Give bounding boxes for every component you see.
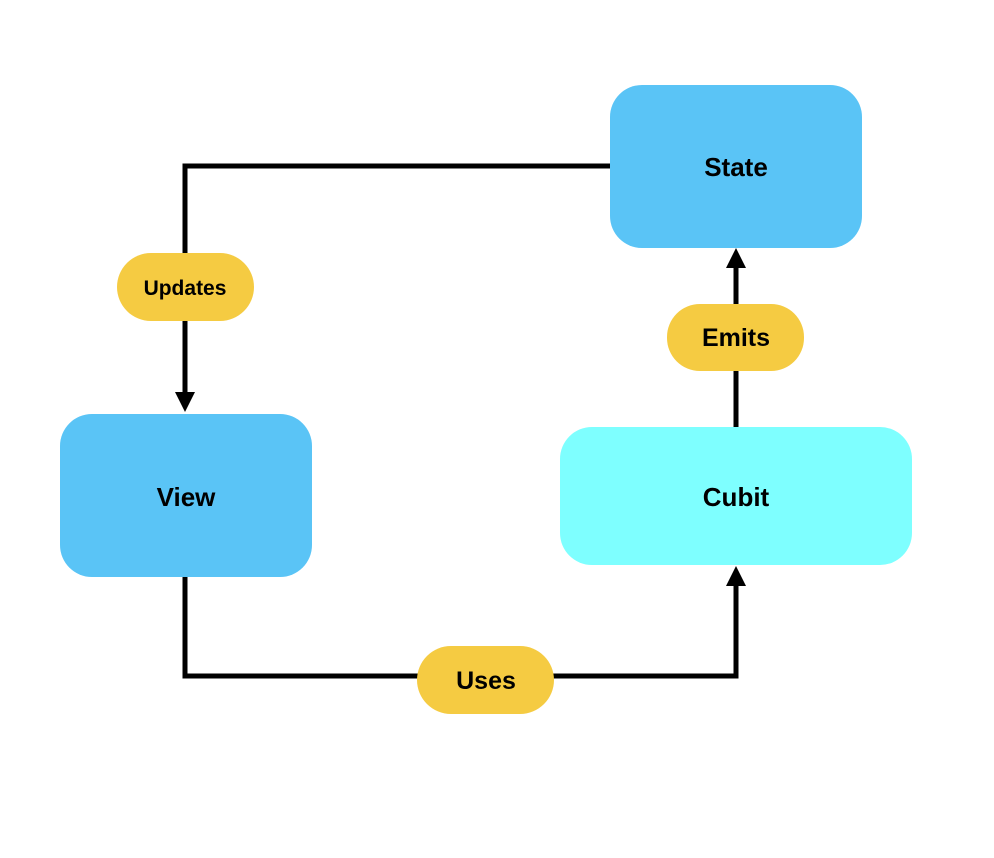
node-state: State xyxy=(610,85,862,248)
arrowhead-into-state xyxy=(726,248,746,268)
arrowhead-into-view xyxy=(175,392,195,412)
arrowhead-into-cubit xyxy=(726,566,746,586)
edge-label-emits-text: Emits xyxy=(702,324,770,352)
edge-label-uses: Uses xyxy=(417,646,554,714)
edge-label-updates-text: Updates xyxy=(144,277,227,300)
edge-label-emits: Emits xyxy=(667,304,804,371)
node-cubit-label: Cubit xyxy=(703,482,770,512)
edge-label-uses-text: Uses xyxy=(456,667,516,695)
node-state-label: State xyxy=(704,152,768,182)
node-cubit: Cubit xyxy=(560,427,912,565)
node-view: View xyxy=(60,414,312,577)
edge-label-updates: Updates xyxy=(117,253,254,321)
node-view-label: View xyxy=(157,482,217,512)
